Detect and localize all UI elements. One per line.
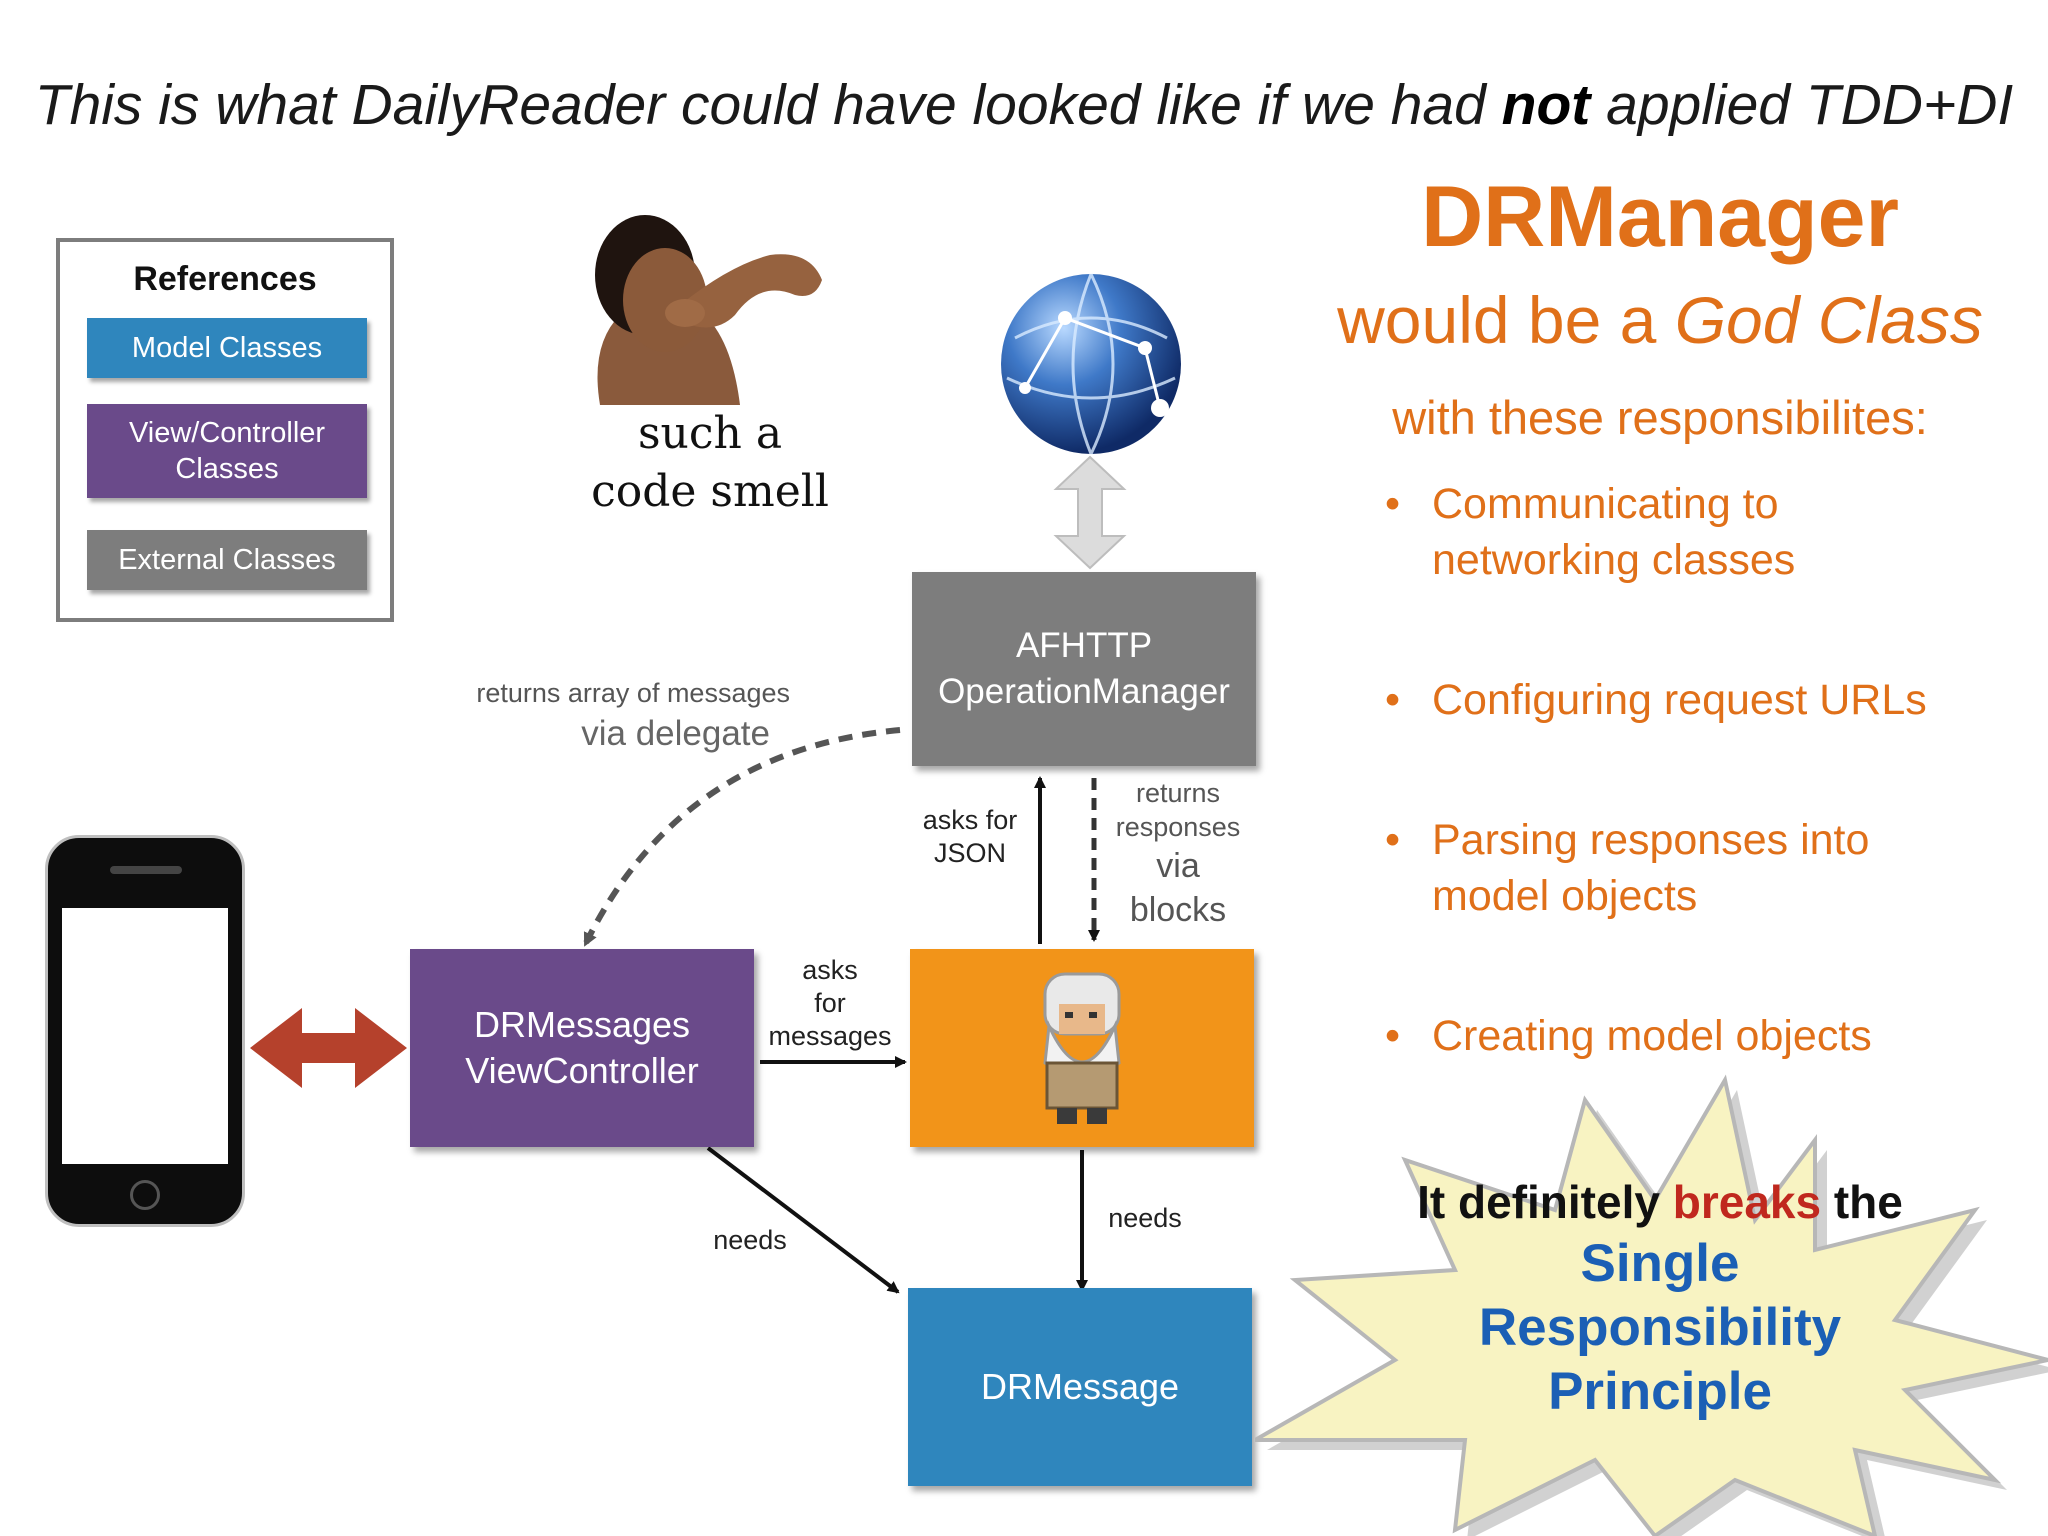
srp-breaks: breaks (1672, 1176, 1822, 1228)
asks-messages-label: asks for messages (755, 954, 905, 1053)
code-smell-caption: such a code smell (560, 405, 860, 521)
code-smell-line2: code smell (591, 466, 829, 517)
needs-left-label: needs (713, 1225, 787, 1255)
iphone-screen (62, 908, 228, 1164)
srp-line4: Principle (1548, 1362, 1772, 1421)
asks-messages-line3: messages (768, 1021, 892, 1051)
returns-responses-label: returns responses via blocks (1108, 776, 1248, 932)
srp-line1: It definitely breaks the (1310, 1172, 2010, 1232)
iphone-device (45, 835, 245, 1227)
bullet-1-line2: networking classes (1432, 536, 1796, 584)
srp-callout: It definitely breaks the Single Responsi… (1310, 1172, 2010, 1424)
bullet-creating: • Creating model objects (1385, 1008, 2005, 1068)
headline-text: This is what DailyReader could have look… (34, 73, 1502, 137)
srp-line2: Single (1580, 1234, 1740, 1293)
bullet-networking: • Communicating to networking classes (1385, 476, 2005, 596)
drmanager-title: DRManager (1421, 169, 1899, 265)
bullet-dot: • (1385, 1012, 1401, 1060)
phone-vc-double-arrow (250, 1008, 407, 1088)
vc-line1: DRMessages (473, 1004, 691, 1045)
returns-line3: via (1156, 847, 1200, 885)
responsibilities-intro: with these responsibilites: (1392, 391, 1928, 444)
needs-right-label: needs (1108, 1203, 1182, 1233)
globe-afhttp-double-arrow (1053, 455, 1127, 570)
returns-line2: responses (1115, 812, 1241, 842)
bullet-3-line2: model objects (1432, 872, 1698, 920)
woman-holding-nose-icon (595, 215, 822, 405)
god-class-prefix: would be a (1337, 283, 1675, 357)
headline-emphasis: not (1501, 73, 1591, 137)
dr-manager-box (910, 949, 1254, 1147)
iphone-speaker-icon (110, 866, 182, 874)
asks-json-label: asks for JSON (910, 804, 1030, 870)
god-class-subtitle: would be a God Class (1280, 282, 2040, 358)
messages-view-controller-box: DRMessages ViewController (410, 949, 754, 1147)
dr-message-box: DRMessage (908, 1288, 1252, 1486)
bullet-4-line1: Creating model objects (1432, 1012, 1872, 1060)
legend-title: References (133, 260, 317, 298)
asks-messages-line2: for (814, 988, 846, 1018)
afhttp-line1: AFHTTP (1015, 626, 1153, 665)
delegate-small-label: returns array of messages (476, 678, 790, 708)
returns-line4: blocks (1129, 891, 1227, 929)
bullet-parsing: • Parsing responses into model objects (1385, 812, 2005, 932)
delegate-big-label: via delegate (581, 714, 770, 753)
bullet-2-line1: Configuring request URLs (1432, 676, 1927, 724)
legend-external-classes: External Classes (87, 530, 367, 590)
vc-line2: ViewController (465, 1050, 699, 1091)
legend-model-classes: Model Classes (87, 318, 367, 378)
asks-json-line2: JSON (933, 838, 1006, 868)
legend-view-controller-classes: View/Controller Classes (87, 404, 367, 498)
code-smell-line1: such a (637, 408, 783, 459)
bullet-dot: • (1385, 480, 1401, 528)
returns-line1: returns (1135, 778, 1221, 808)
needs-left-arrow (706, 1146, 900, 1294)
asks-json-line1: asks for (922, 805, 1018, 835)
bullet-dot: • (1385, 816, 1401, 864)
delegate-dashed-arrow (582, 727, 901, 947)
headline-text-end: applied TDD+DI (1590, 73, 2014, 137)
bullet-request-urls: • Configuring request URLs (1385, 672, 2005, 732)
iphone-home-button-icon (130, 1180, 160, 1210)
bullet-1-line1: Communicating to (1432, 480, 1779, 528)
starburst-shape (1255, 1074, 2048, 1536)
bullet-3-line1: Parsing responses into (1432, 816, 1870, 864)
afhttp-operation-manager-box: AFHTTP OperationManager (912, 572, 1256, 766)
slide-headline: This is what DailyReader could have look… (0, 72, 2048, 138)
wizard-sprite-icon (1043, 972, 1121, 1124)
srp-line3: Responsibility (1478, 1298, 1842, 1357)
afhttp-line2: OperationManager (938, 672, 1230, 711)
srp-post: the (1821, 1176, 1903, 1228)
references-legend: References Model Classes View/Controller… (56, 238, 394, 622)
globe-icon (1001, 273, 1181, 455)
bullet-dot: • (1385, 676, 1401, 724)
asks-messages-line1: asks (802, 955, 858, 985)
srp-pre: It definitely (1417, 1176, 1673, 1228)
god-class-italic: God Class (1674, 283, 1983, 357)
